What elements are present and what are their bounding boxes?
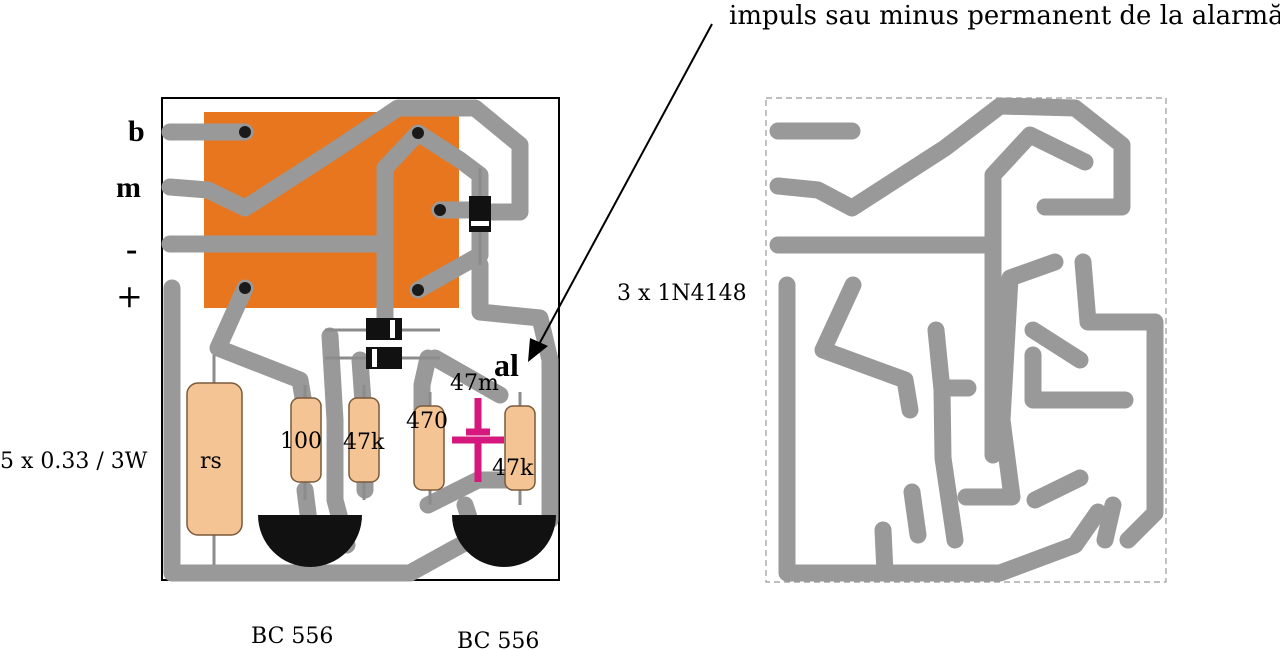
shunt-note: 5 x 0.33 / 3W	[0, 449, 148, 474]
pin-label-al: al	[494, 347, 519, 383]
resistor-rs	[186, 382, 243, 536]
resistor-100	[290, 397, 322, 483]
capacitor-47m	[452, 398, 504, 482]
resistor-label-47k-b: 47k	[492, 456, 534, 481]
capacitor-label: 47m	[450, 371, 499, 396]
pads	[239, 126, 446, 296]
copper-outline	[765, 97, 1167, 583]
diode-middle	[366, 347, 402, 369]
pin-label-b: b	[128, 115, 145, 148]
resistor-label-470: 470	[406, 409, 448, 434]
transistor-right	[452, 515, 556, 567]
diodes-note: 3 x 1N4148	[617, 281, 747, 306]
diode-top	[366, 318, 402, 340]
resistor-47k-a	[348, 397, 380, 483]
right-traces	[769, 97, 1164, 582]
diode-vertical	[469, 196, 491, 232]
annotation-text: impuls sau minus permanent de la alarmă	[729, 1, 1280, 31]
resistor-label-rs: rs	[200, 449, 222, 474]
annotation-arrowhead	[528, 338, 548, 362]
transistor-label-right: BC 556	[457, 629, 539, 650]
resistor-label-47k-a: 47k	[343, 430, 385, 455]
resistor-47k-b	[504, 405, 536, 491]
pin-label-plus: +	[116, 277, 143, 315]
annotation-arrow-line	[536, 23, 713, 349]
pin-label-minus: -	[126, 231, 137, 268]
resistor-label-100: 100	[280, 429, 322, 454]
resistor-470	[413, 405, 445, 491]
pin-label-m: m	[116, 171, 141, 204]
transistor-label-left: BC 556	[251, 624, 333, 649]
transistor-left	[258, 515, 362, 567]
